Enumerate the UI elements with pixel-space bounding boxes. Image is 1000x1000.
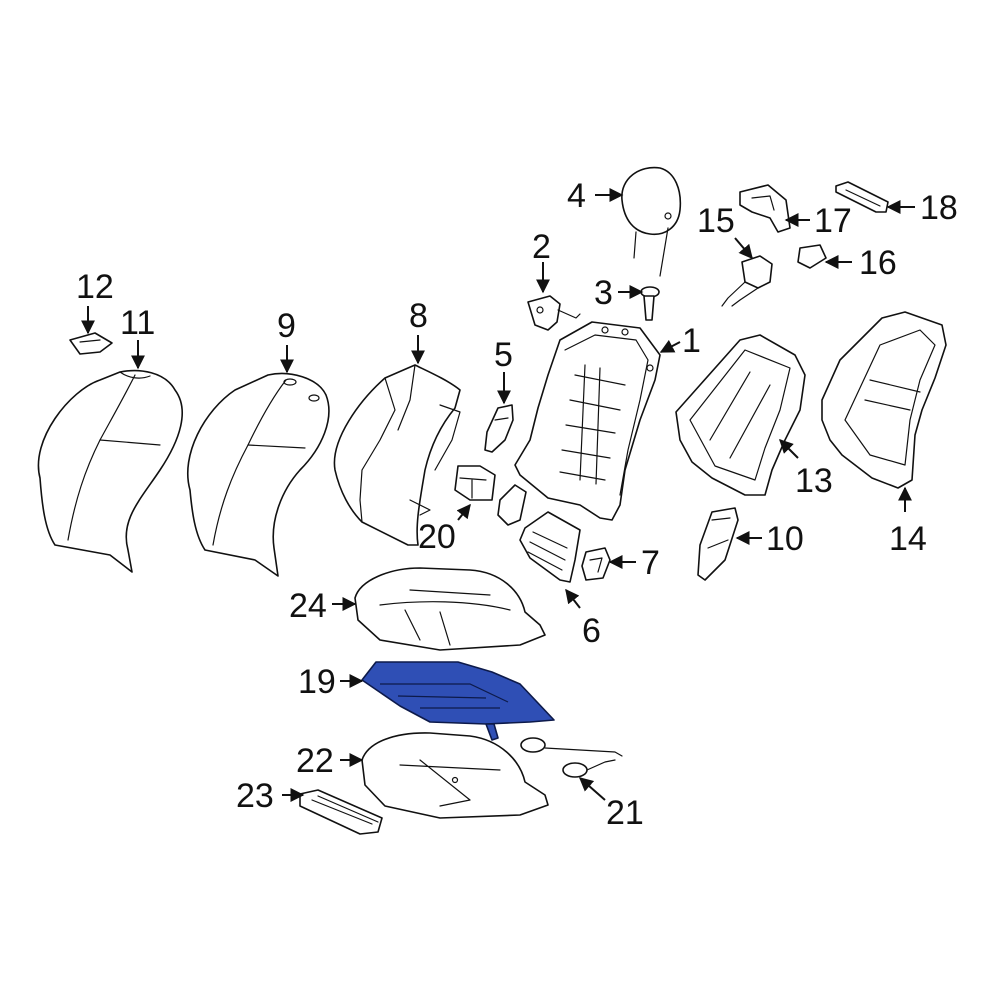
callout-23: 23 [236, 777, 274, 815]
callout-5: 5 [494, 336, 513, 374]
part-10-side-trim[interactable] [697, 507, 739, 581]
part-8-back-panel[interactable] [333, 364, 461, 546]
callout-24: 24 [289, 587, 327, 625]
part-1-backrest-frame[interactable] [514, 321, 661, 521]
callout-13: 13 [795, 462, 833, 500]
callout-10: 10 [766, 520, 804, 558]
callout-7: 7 [641, 544, 660, 582]
part-17-cover[interactable] [739, 184, 791, 233]
callout-15: 15 [697, 202, 735, 240]
part-12-clip[interactable] [69, 332, 113, 355]
callout-14: 14 [889, 520, 927, 558]
part-20-module[interactable] [454, 465, 496, 501]
callout-16: 16 [859, 244, 897, 282]
part-24-cushion-cover[interactable] [354, 567, 546, 651]
part-4-headrest[interactable] [621, 166, 682, 277]
part-23-trim-strip[interactable] [299, 789, 383, 835]
part-18-rail[interactable] [835, 181, 889, 213]
part-3-guide-sleeve[interactable] [640, 286, 660, 321]
part-7-switch[interactable] [581, 547, 611, 581]
callout-21: 21 [606, 794, 644, 832]
part-16-connector[interactable] [797, 244, 827, 269]
part-2-bracket[interactable] [527, 295, 581, 331]
callout-12: 12 [76, 268, 114, 306]
callout-4: 4 [567, 177, 586, 215]
callout-19: 19 [298, 663, 336, 701]
part-9-backrest-cover[interactable] [186, 372, 330, 577]
callout-9: 9 [277, 307, 296, 345]
callout-labels: 1 2 3 4 5 6 7 8 9 10 11 12 13 14 15 16 1… [76, 177, 958, 832]
part-19-cushion-pad-highlighted[interactable] [361, 661, 555, 741]
callout-18: 18 [920, 189, 958, 227]
callout-8: 8 [409, 297, 428, 335]
callout-20: 20 [418, 518, 456, 556]
callout-11: 11 [120, 304, 155, 342]
leader-arrows [81, 188, 915, 802]
callout-22: 22 [296, 742, 334, 780]
part-21-heater-connectors[interactable] [520, 737, 623, 778]
part-13-back-shell[interactable] [675, 334, 806, 496]
part-22-seat-foam[interactable] [361, 732, 549, 819]
part-11-backrest-cover[interactable] [37, 369, 183, 573]
part-6-lumbar[interactable] [497, 484, 581, 583]
callout-1: 1 [682, 322, 701, 360]
callout-2: 2 [532, 228, 551, 266]
callout-3: 3 [594, 274, 613, 312]
part-14-rear-panel[interactable] [821, 311, 947, 489]
part-5-trim-panel[interactable] [484, 404, 514, 453]
part-15-harness[interactable] [721, 255, 773, 307]
callout-6: 6 [582, 612, 601, 650]
callout-17: 17 [814, 202, 852, 240]
